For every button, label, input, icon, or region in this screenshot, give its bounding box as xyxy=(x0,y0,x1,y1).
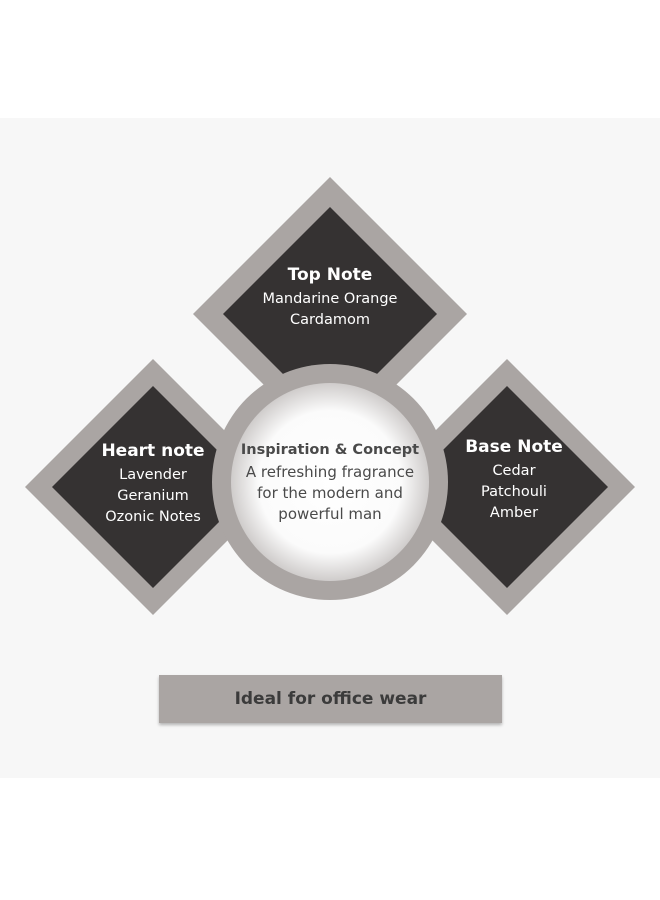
base-note-diamond xyxy=(406,386,608,588)
heart-note-item: Lavender xyxy=(119,467,187,483)
banner-text: Ideal for office wear xyxy=(234,689,427,709)
base-note-item: Cedar xyxy=(492,463,536,479)
center-concept-label: Inspiration & Concept A refreshing fragr… xyxy=(230,440,430,525)
center-concept-line: powerful man xyxy=(278,505,382,523)
top-note-item: Mandarine Orange xyxy=(262,291,398,307)
heart-note-item: Ozonic Notes xyxy=(105,509,201,525)
base-note-item: Amber xyxy=(489,505,539,521)
base-note-label: Base Note Cedar Patchouli Amber xyxy=(444,436,584,524)
top-note-title: Top Note xyxy=(287,265,373,285)
center-circle xyxy=(231,383,429,581)
center-concept-line: for the modern and xyxy=(257,484,403,502)
center-concept-line: A refreshing fragrance xyxy=(245,463,415,481)
office-wear-banner: Ideal for office wear xyxy=(159,675,502,723)
top-note-label: Top Note Mandarine Orange Cardamom xyxy=(230,264,430,331)
heart-note-item: Geranium xyxy=(117,488,189,504)
heart-note-label: Heart note Lavender Geranium Ozonic Note… xyxy=(83,440,223,528)
base-note-item: Patchouli xyxy=(481,484,547,500)
center-concept-title: Inspiration & Concept xyxy=(240,442,420,458)
top-note-diamond xyxy=(223,207,437,421)
heart-note-diamond xyxy=(52,386,254,588)
top-note-item: Cardamom xyxy=(290,312,370,328)
heart-note-title: Heart note xyxy=(101,441,205,461)
base-note-title: Base Note xyxy=(465,437,563,457)
